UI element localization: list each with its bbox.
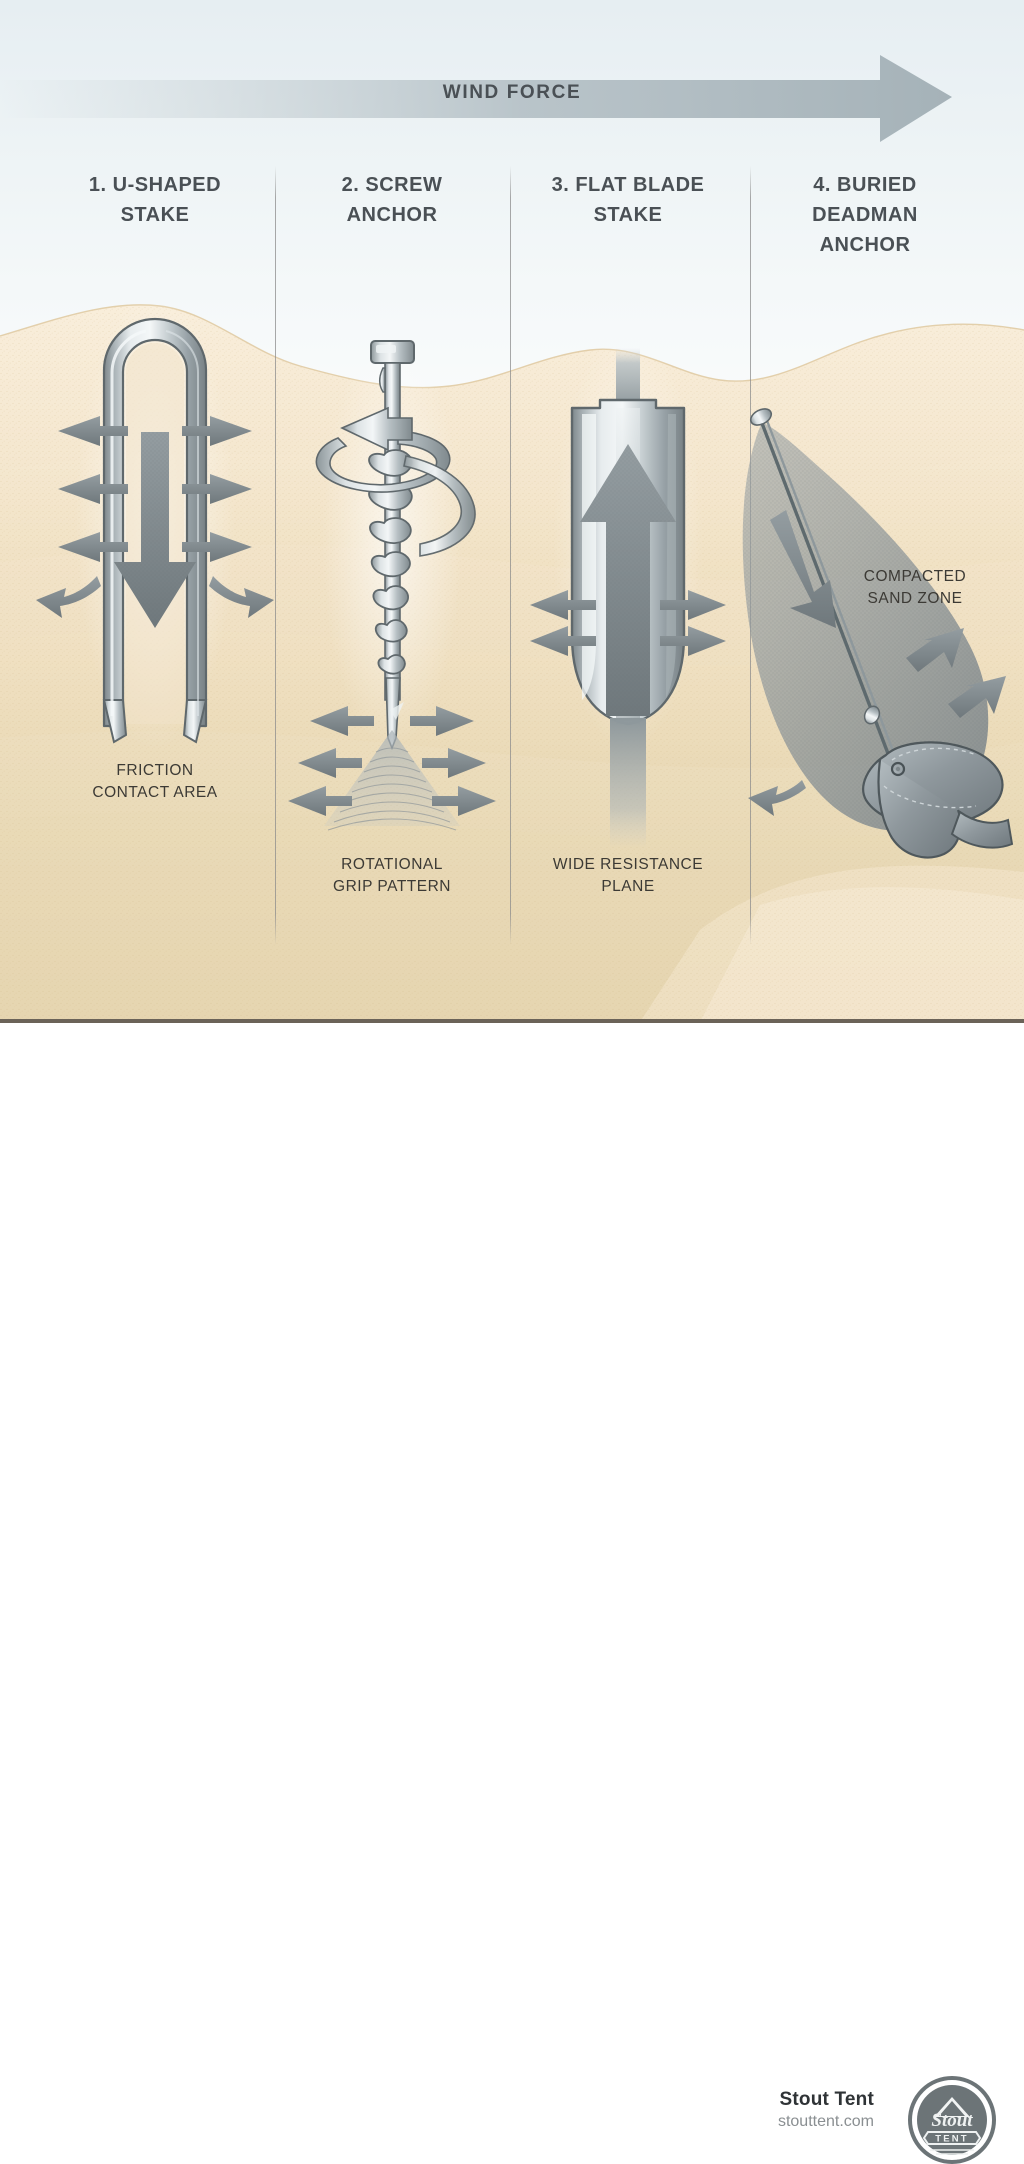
- friction-arrows-left: [36, 416, 128, 618]
- load-force-arrow: [770, 510, 836, 628]
- u-shaped-stake-illustration: [36, 290, 274, 750]
- caption-line-2: PLANE: [601, 878, 655, 895]
- up-force-arrow: [580, 444, 676, 716]
- heading-line-2: STAKE: [593, 204, 663, 226]
- column-heading-screw-anchor: 2. SCREW ANCHOR: [277, 170, 507, 230]
- heading-line-3: ANCHOR: [819, 234, 911, 256]
- caption-line-2: CONTACT AREA: [92, 784, 218, 801]
- caption-line-1: FRICTION: [116, 762, 194, 779]
- heading-line-1: 4. BURIED: [813, 174, 917, 196]
- heading-line-2: DEADMAN: [812, 204, 918, 226]
- zone-label-line-2: SAND ZONE: [867, 590, 963, 607]
- flat-blade-stake-illustration: [530, 330, 726, 848]
- screw-anchor-illustration: [288, 330, 496, 831]
- friction-arrows-right: [182, 416, 274, 618]
- down-force-arrow: [114, 432, 196, 628]
- footer: Stout Tent stouttent.com Stout TENT: [0, 1023, 1024, 2164]
- rotation-ribbon-arrow: [315, 406, 476, 557]
- resistance-arrows-left: [530, 590, 596, 656]
- column-heading-buried-deadman-anchor: 4. BURIED DEADMAN ANCHOR: [750, 170, 980, 260]
- zone-label-line-1: COMPACTED: [863, 568, 967, 585]
- label-compacted-sand-zone: COMPACTED SAND ZONE: [815, 566, 1015, 610]
- illustrations-layer: [36, 290, 1014, 859]
- stout-tent-badge-logo[interactable]: Stout TENT: [908, 2076, 996, 2164]
- caption-line-1: ROTATIONAL: [341, 856, 443, 873]
- heading-line-2: ANCHOR: [346, 204, 438, 226]
- brand-name: Stout Tent: [779, 2089, 874, 2110]
- column-divider-2: [510, 166, 511, 945]
- heading-line-1: 3. FLAT BLADE: [551, 174, 705, 196]
- caption-wide-resistance-plane: WIDE RESISTANCE PLANE: [513, 854, 743, 898]
- svg-text:TENT: TENT: [935, 2134, 969, 2145]
- buried-deadman-anchor-illustration: [742, 408, 1014, 859]
- column-divider-1: [275, 166, 276, 945]
- wind-force-label: WIND FORCE: [442, 82, 582, 103]
- brand-url: stouttent.com: [777, 2113, 874, 2130]
- caption-line-2: GRIP PATTERN: [333, 878, 451, 895]
- column-heading-u-shaped-stake: 1. U-SHAPED STAKE: [40, 170, 270, 230]
- heading-line-1: 1. U-SHAPED: [88, 174, 222, 196]
- grip-arrows-right: [410, 706, 496, 816]
- rotational-grip-cone: [324, 730, 460, 831]
- heading-line-1: 2. SCREW: [341, 174, 443, 196]
- resistance-arrows-right: [660, 590, 726, 656]
- wind-force-arrow: [0, 50, 1024, 150]
- grip-arrows-left: [288, 706, 374, 816]
- column-heading-flat-blade-stake: 3. FLAT BLADE STAKE: [513, 170, 743, 230]
- resistance-arrows-up-right: [906, 628, 1006, 718]
- heading-line-2: STAKE: [120, 204, 190, 226]
- caption-rotational-grip-pattern: ROTATIONAL GRIP PATTERN: [277, 854, 507, 898]
- caption-line-1: WIDE RESISTANCE: [552, 856, 704, 873]
- sand-bottom-border: [0, 1019, 1024, 1023]
- caption-friction-contact-area: FRICTION CONTACT AREA: [40, 760, 270, 804]
- resistance-arrow-down-left: [748, 780, 806, 816]
- svg-text:Stout: Stout: [931, 2110, 973, 2131]
